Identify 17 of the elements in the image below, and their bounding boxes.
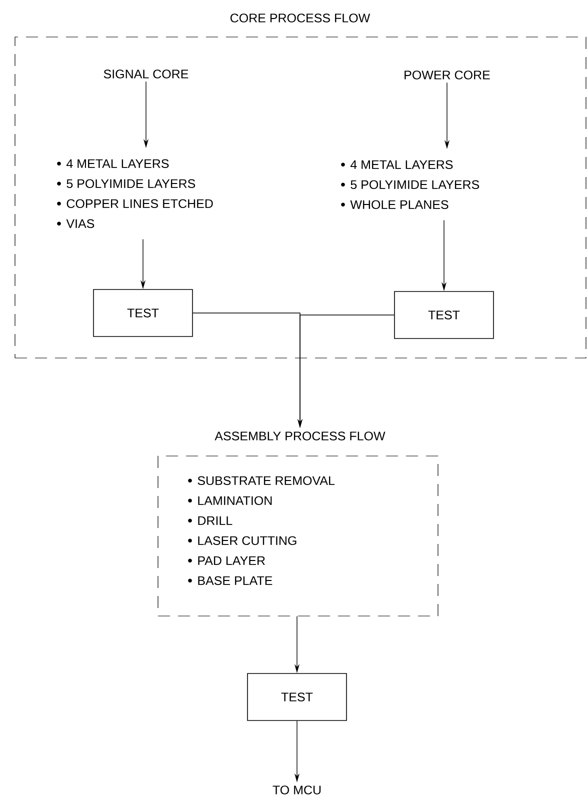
step-label: POWER CORE [404, 70, 490, 80]
node-label: PAD LAYER [198, 556, 265, 565]
process-box: TEST [247, 673, 347, 721]
node-label: LAMINATION [198, 496, 272, 506]
bullet-list: SUBSTRATE REMOVAL LAMINATION DRILL LASER CUTTING PAD LAYER BASE PLATE [198, 476, 335, 586]
process-box: TEST [93, 289, 193, 337]
node-label: SUBSTRATE REMOVAL [198, 476, 335, 486]
process-box: TEST [394, 291, 494, 339]
step-label: SIGNAL CORE [104, 70, 188, 78]
node-label: BASE PLATE [198, 576, 272, 586]
node-label: LASER CUTTING [198, 536, 296, 546]
step-label: TO MCU [272, 786, 321, 794]
bullet-list: 4 METAL LAYERS 5 POLYIMIDE LAYERS COPPER LINES ETCHED VIAS [66, 159, 213, 228]
group-heading: ASSEMBLY PROCESS FLOW [214, 432, 386, 440]
group-heading: CORE PROCESS FLOW [230, 14, 370, 22]
node-label: DRILL [198, 516, 232, 525]
bullet-list: 4 METAL LAYERS 5 POLYIMIDE LAYERS WHOLE PLANES [350, 160, 480, 210]
